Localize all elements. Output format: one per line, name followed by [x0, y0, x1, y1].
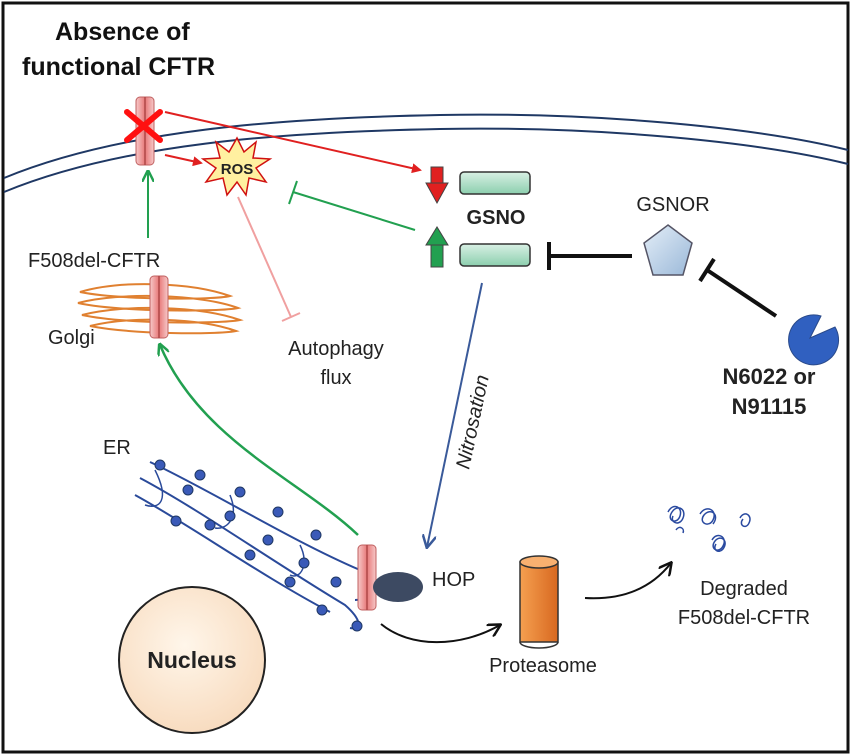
hop-protein [373, 572, 423, 602]
arrow-to-degraded [584, 563, 671, 600]
inhibitor-drug-icon [788, 314, 840, 366]
drug-label-line-1: N6022 or [723, 364, 816, 389]
drug-label-line-2: N91115 [732, 394, 807, 419]
degraded-label-line-1: Degraded [700, 578, 788, 600]
arrow-nitrosation [427, 282, 483, 547]
gsno-label: GSNO [467, 207, 526, 229]
gsno-bar-top [459, 171, 531, 195]
ros-starburst-icon: ROS [200, 136, 273, 197]
endoplasmic-reticulum [134, 459, 374, 632]
f508del-label: F508del-CFTR [28, 250, 160, 272]
golgi-apparatus [77, 283, 244, 335]
title-line-2: functional CFTR [22, 53, 215, 81]
degraded-protein-icon [667, 505, 751, 552]
er-cftr-channel [357, 544, 377, 611]
arrow-cftr-to-ros [164, 154, 203, 167]
cell-membrane [3, 113, 849, 193]
gsno-increase-arrow-icon [425, 226, 449, 268]
inhibition-drug-to-gsnor [698, 257, 778, 318]
golgi-cftr-channel [149, 275, 169, 339]
gsno-decrease-arrow-icon [425, 166, 449, 205]
autophagy-label-line-1: Autophagy [288, 338, 384, 360]
gsnor-label: GSNOR [636, 194, 709, 216]
absent-x-icon [124, 109, 163, 143]
nucleus [118, 586, 266, 734]
arrow-cftr-to-gsno [164, 111, 422, 174]
gsnor-pentagon-icon [643, 224, 693, 276]
ros-label: ROS [221, 161, 254, 178]
er-label: ER [103, 437, 131, 459]
title-line-1: Absence of [55, 18, 190, 46]
proteasome-label: Proteasome [489, 655, 597, 677]
inhibition-gsnor-to-gsno [547, 242, 632, 270]
inhibition-gsno-to-ros [288, 180, 416, 231]
hop-label: HOP [432, 569, 475, 591]
arrow-er-to-golgi [160, 345, 359, 536]
nucleus-label: Nucleus [147, 647, 236, 673]
proteasome-cylinder-icon [519, 555, 559, 649]
autophagy-label-line-2: flux [320, 367, 351, 389]
arrow-to-proteasome [380, 624, 500, 644]
degraded-label-line-2: F508del-CFTR [678, 607, 810, 629]
golgi-label: Golgi [48, 327, 95, 349]
gsno-bar-bottom [459, 243, 531, 267]
inhibition-ros-to-autophagy [237, 196, 301, 322]
